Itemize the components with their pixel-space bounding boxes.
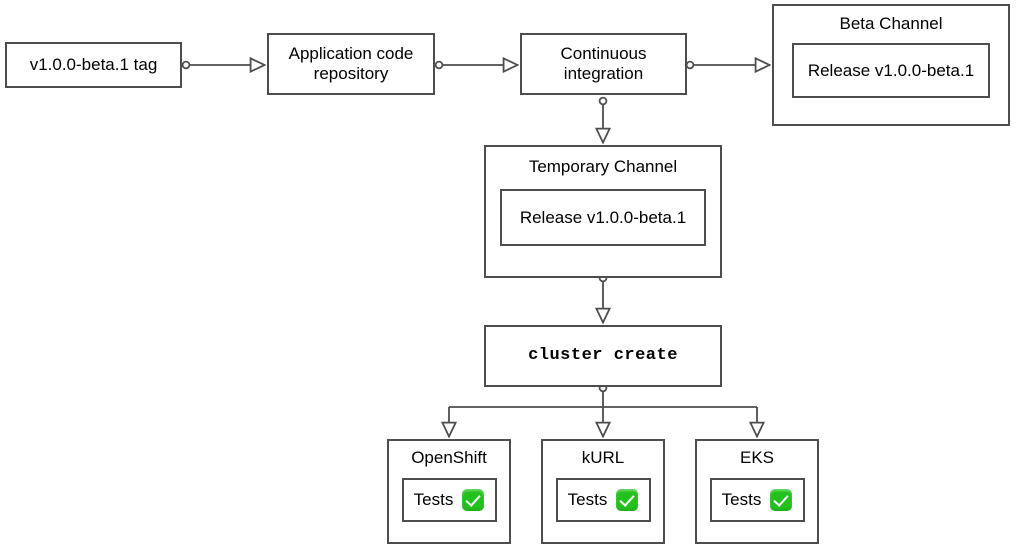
node-temporary-channel[interactable]: Temporary Channel Release v1.0.0-beta.1 (484, 145, 722, 278)
node-kurl-tests-label: Tests (567, 490, 608, 509)
node-openshift-tests-label: Tests (413, 490, 454, 509)
node-eks-tests-label: Tests (721, 490, 762, 509)
check-mark-icon (462, 489, 485, 511)
node-cluster-create[interactable]: cluster create (484, 325, 722, 387)
node-openshift-title: OpenShift (411, 448, 487, 467)
node-eks-title: EKS (739, 448, 775, 467)
node-tag[interactable]: v1.0.0-beta.1 tag (5, 42, 182, 88)
node-openshift[interactable]: OpenShift Tests (387, 439, 511, 544)
edge-source-dot-repository (434, 60, 444, 70)
node-continuous-integration-label: Continuous integration (560, 43, 647, 83)
node-continuous-integration[interactable]: Continuous integration (520, 33, 687, 95)
node-kurl[interactable]: kURL Tests (541, 439, 665, 544)
node-beta-channel-release-label: Release v1.0.0-beta.1 (807, 60, 975, 80)
check-mark-icon (770, 489, 793, 511)
node-application-code-repository[interactable]: Application code repository (267, 33, 435, 95)
node-kurl-tests-box[interactable]: Tests (555, 478, 651, 522)
node-beta-channel-title: Beta Channel (839, 14, 943, 33)
node-temporary-channel-title: Temporary Channel (528, 157, 678, 176)
check-mark-icon (616, 489, 639, 511)
node-cluster-create-label: cluster create (528, 345, 678, 365)
edge-source-dot-ci-bottom (598, 96, 608, 106)
node-temporary-channel-release-label: Release v1.0.0-beta.1 (519, 207, 687, 227)
node-beta-channel-release[interactable]: Release v1.0.0-beta.1 (792, 43, 990, 98)
node-eks-tests-box[interactable]: Tests (709, 478, 805, 522)
edge-source-dot-ci-right (685, 60, 695, 70)
node-kurl-title: kURL (581, 448, 625, 467)
node-application-code-repository-label: Application code repository (288, 43, 414, 83)
node-eks-tests-row: Tests (722, 489, 793, 511)
node-openshift-tests-row: Tests (414, 489, 485, 511)
node-openshift-tests-box[interactable]: Tests (401, 478, 497, 522)
node-eks[interactable]: EKS Tests (695, 439, 819, 544)
edge-source-dot-tag (181, 60, 191, 70)
node-beta-channel[interactable]: Beta Channel Release v1.0.0-beta.1 (772, 4, 1010, 126)
node-tag-label: v1.0.0-beta.1 tag (29, 54, 158, 74)
node-temporary-channel-release[interactable]: Release v1.0.0-beta.1 (500, 189, 706, 246)
node-kurl-tests-row: Tests (568, 489, 639, 511)
